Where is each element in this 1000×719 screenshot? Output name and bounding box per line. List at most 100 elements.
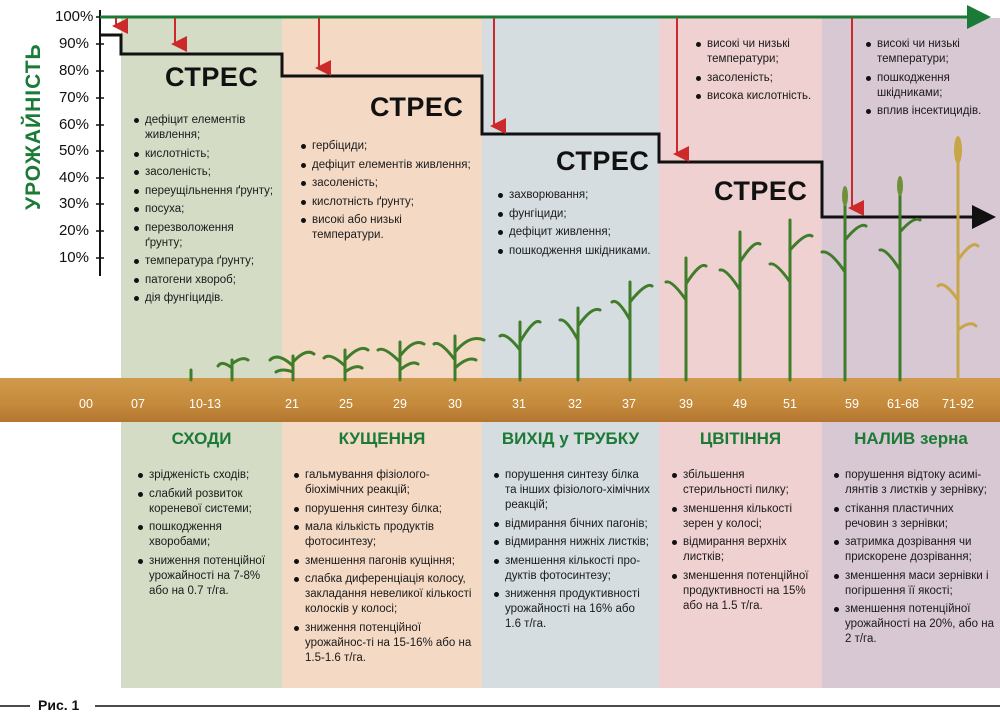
tick-90: 90% [58, 35, 89, 52]
growth-code: 51 [783, 397, 797, 411]
list-item: стікання пластичних речовин з зернівки; [834, 502, 994, 532]
stage-effects-grain-fill: порушення відтоку асимі-лянтів з листків… [834, 468, 994, 651]
growth-code: 39 [679, 397, 693, 411]
tick-10: 10% [58, 249, 89, 266]
list-item: дефіцит елементів живлення; [301, 158, 471, 173]
list-item: слабка диференціація колосу, закладання … [294, 572, 476, 617]
list-item: перезволоження ґрунту; [134, 221, 274, 251]
list-item: пошкодження шкідниками. [498, 244, 653, 259]
list-item: патогени хвороб; [134, 273, 274, 288]
figure-caption: Рис. 1 [38, 697, 80, 713]
list-item: зниження продуктивності урожайності на 1… [494, 587, 652, 632]
list-item: дефіцит елементів живлення; [134, 113, 274, 143]
list-item: затримка дозрівання чи прискорене дозрів… [834, 535, 994, 565]
list-item: засоленість; [696, 71, 814, 86]
stage-effects-flowering: збільшення стерильності пилку; зменшення… [672, 468, 812, 617]
list-item: відмирання бічних пагонів; [494, 517, 652, 532]
list-item: зменшення кількості про-дуктів фотосинте… [494, 554, 652, 584]
list-item: висока кислотність. [696, 89, 814, 104]
stage-title-emergence: СХОДИ [171, 429, 232, 448]
tick-70: 70% [58, 89, 89, 106]
list-item: мала кількість продуктів фотосинтезу; [294, 520, 476, 550]
list-item: зниження потенційної урожайності на 7-8%… [138, 554, 274, 599]
list-item: порушення синтезу білка та інших фізіоло… [494, 468, 652, 513]
stress-factors-1: дефіцит елементів живлення; кислотність;… [134, 113, 274, 310]
stress-arrows [112, 18, 864, 216]
list-item: високі або низькі температури. [301, 213, 471, 243]
actual-yield-step-line [100, 33, 996, 229]
growth-code: 49 [733, 397, 747, 411]
stress-factors-5: високі чи низькі температури; пошкодженн… [866, 37, 994, 123]
list-item: збільшення стерильності пилку; [672, 468, 812, 498]
list-item: захворювання; [498, 188, 653, 203]
list-item: вплив інсектицидів. [866, 104, 994, 119]
list-item: порушення відтоку асимі-лянтів з листків… [834, 468, 994, 498]
list-item: дія фунгіцидів. [134, 291, 274, 306]
growth-code: 10-13 [189, 397, 221, 411]
stage-title-flowering: ЦВІТІННЯ [699, 429, 782, 448]
list-item: переущільнення ґрунту; [134, 184, 274, 199]
stage-effects-stem-extension: порушення синтезу білка та інших фізіоло… [494, 468, 652, 636]
stress-label-2: СТРЕС [370, 92, 464, 122]
tick-80: 80% [58, 62, 89, 79]
list-item: порушення синтезу білка; [294, 502, 476, 517]
list-item: відмирання верхніх листків; [672, 535, 812, 565]
tick-50: 50% [58, 142, 89, 159]
ripe-wheat [936, 136, 980, 382]
growth-code: 32 [568, 397, 582, 411]
growth-code: 59 [845, 397, 859, 411]
tick-20: 20% [58, 222, 89, 239]
stage-title-grain-fill: НАЛИВ зерна [854, 429, 968, 448]
stage-title-tillering: КУЩЕННЯ [338, 429, 426, 448]
growth-code: 37 [622, 397, 636, 411]
growth-code: 31 [512, 397, 526, 411]
list-item: зменшення пагонів кущіння; [294, 554, 476, 569]
tick-40: 40% [58, 169, 89, 186]
growth-code: 25 [339, 397, 353, 411]
stage-effects-emergence: зрідженість сходів; слабкий розвиток кор… [138, 468, 274, 602]
list-item: зменшення потенційної урожайності на 20%… [834, 602, 994, 647]
stage-effects-tillering: гальмування фізіолого-біохімічних реакці… [294, 468, 476, 669]
list-item: кислотність; [134, 147, 274, 162]
panel-emergence [121, 18, 282, 688]
list-item: пошкодження шкідниками; [866, 71, 994, 101]
list-item: зменшення маси зернівки і погіршення її … [834, 569, 994, 599]
growth-code: 61-68 [887, 397, 919, 411]
stress-factors-2: гербіциди; дефіцит елементів живлення; з… [301, 139, 471, 247]
list-item: посуха; [134, 202, 274, 217]
stress-factors-3: захворювання; фунгіциди; дефіцит живленн… [498, 188, 653, 262]
tick-100: 100% [55, 8, 94, 25]
soil-band [0, 378, 1000, 422]
list-item: зменшення кількості зерен у колосі; [672, 502, 812, 532]
stress-label-3: СТРЕС [556, 146, 650, 176]
list-item: кислотність ґрунту; [301, 195, 471, 210]
list-item: гербіциди; [301, 139, 471, 154]
tick-30: 30% [58, 195, 89, 212]
list-item: температура ґрунту; [134, 254, 274, 269]
list-item: гальмування фізіолого-біохімічних реакці… [294, 468, 476, 498]
stage-title-stem-extension: ВИХІД у ТРУБКУ [501, 429, 640, 448]
list-item: високі чи низькі температури; [866, 37, 994, 67]
list-item: пошкодження хворобами; [138, 520, 274, 550]
list-item: засоленість; [301, 176, 471, 191]
growth-code: 00 [79, 397, 93, 411]
list-item: дефіцит живлення; [498, 225, 653, 240]
list-item: засоленість; [134, 165, 274, 180]
wheat-plants [189, 188, 922, 382]
stress-label-4: СТРЕС [714, 176, 808, 206]
list-item: зниження потенційної урожайнос-ті на 15-… [294, 621, 476, 666]
growth-code: 71-92 [942, 397, 974, 411]
stress-factors-4: високі чи низькі температури; засоленіст… [696, 37, 814, 108]
list-item: фунгіциди; [498, 207, 653, 222]
list-item: високі чи низькі температури; [696, 37, 814, 67]
growth-code: 07 [131, 397, 145, 411]
list-item: зменшення потенційної продуктивності на … [672, 569, 812, 614]
list-item: слабкий розвиток кореневої системи; [138, 487, 274, 517]
growth-code: 30 [448, 397, 462, 411]
list-item: відмирання нижніх листків; [494, 535, 652, 550]
growth-code: 29 [393, 397, 407, 411]
growth-code: 21 [285, 397, 299, 411]
tick-60: 60% [58, 116, 89, 133]
stress-label-1: СТРЕС [165, 62, 259, 92]
